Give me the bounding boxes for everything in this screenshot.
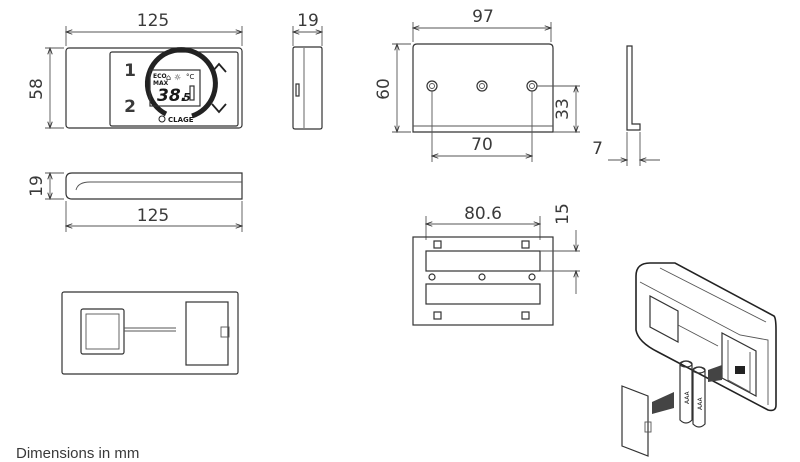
plate-width-label: 97 [472, 7, 494, 27]
brand-label: CLAGE [168, 116, 194, 124]
cover-arrow-icon [652, 392, 674, 414]
battery-2-label: AAA [697, 396, 704, 410]
max-label: MAX [153, 80, 169, 87]
rear-view [61, 291, 239, 375]
bracket-plate [412, 236, 554, 326]
plate-height-label: 60 [374, 78, 394, 100]
battery-1-label: AAA [684, 390, 691, 404]
down-arrow-icon [211, 103, 227, 114]
device-body [635, 262, 777, 412]
eco-label: ECO [153, 73, 167, 80]
bracket-depth-label: 7 [592, 139, 603, 159]
insert-arrow-icon [708, 365, 722, 382]
dial-ring [144, 47, 218, 119]
lcd-screen [149, 69, 201, 107]
mount-hole-left [426, 80, 438, 92]
front-height-label: 58 [27, 78, 47, 100]
unit-label: °C [186, 73, 195, 81]
slot-width-label: 80.6 [464, 204, 502, 224]
battery-level-icon [189, 85, 195, 101]
button-2-label: 2 [124, 97, 136, 117]
up-arrow-icon [211, 62, 227, 73]
front-width-label: 125 [137, 11, 169, 31]
rear-window [80, 308, 125, 355]
brand-logo-icon [158, 115, 166, 123]
caption: Dimensions in mm [16, 445, 139, 462]
top-width-label: 125 [137, 206, 169, 226]
battery-compartment [721, 332, 757, 397]
front-view: 125 58 1 2 ECO MAX ⌂ ☼ °C 38. 5 CLAGE [27, 11, 242, 128]
top-housing [65, 172, 243, 200]
front-housing [65, 47, 243, 129]
upper-slot [425, 250, 541, 272]
compartment-contact [735, 366, 745, 374]
temperature-decimal: 5 [183, 91, 191, 104]
hole-spacing-label: 70 [471, 135, 493, 155]
slotted-bracket-view: 80.6 15 [412, 203, 580, 326]
lower-slot [425, 283, 541, 305]
bracket-side-view: 7 [592, 45, 660, 166]
top-depth-label: 19 [27, 175, 47, 197]
shower-icon: ⌂ [166, 73, 171, 82]
side-housing [292, 46, 323, 130]
isometric-view: AAA AAA [621, 262, 777, 457]
hole-height-label: 33 [553, 98, 573, 120]
sun-icon: ☼ [174, 73, 181, 82]
iso-window [649, 294, 679, 344]
detached-cover [621, 385, 649, 457]
side-depth-label: 19 [297, 11, 319, 31]
battery-cover [185, 301, 229, 366]
mount-hole-center [476, 80, 488, 92]
wall-plate-view: 97 60 70 33 [374, 7, 580, 162]
rear-housing [61, 291, 239, 375]
temperature-main: 38. [157, 86, 187, 106]
button-1-label: 1 [124, 61, 136, 81]
side-view: 19 [292, 11, 323, 130]
side-slot [295, 83, 300, 97]
mount-hole-right [526, 80, 538, 92]
top-view: 19 125 [27, 173, 242, 232]
bracket-profile [626, 45, 641, 131]
slot-height-label: 15 [553, 203, 573, 225]
